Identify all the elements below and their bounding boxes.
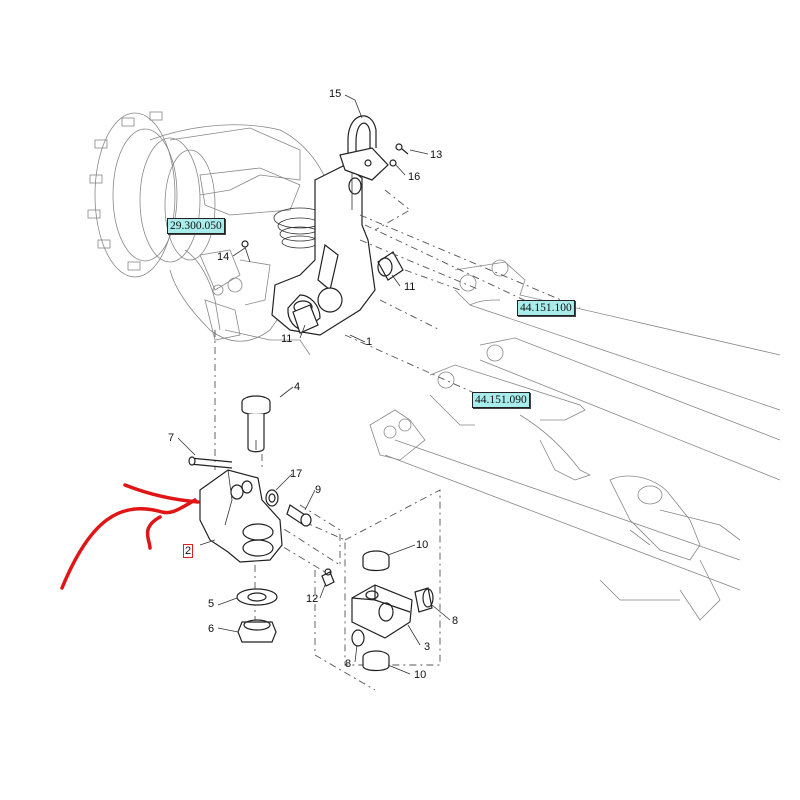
part-10-bushing-bottom bbox=[362, 650, 390, 672]
callout-3: 3 bbox=[424, 641, 430, 653]
callout-13: 13 bbox=[430, 149, 442, 161]
part-11-bushing-lower bbox=[292, 304, 319, 334]
callout-7: 7 bbox=[168, 432, 174, 444]
callout-17: 17 bbox=[290, 468, 302, 480]
part-8-bushing-left bbox=[351, 629, 365, 647]
callout-labels: 15 13 16 14 11 11 1 4 7 17 9 5 6 12 10 8… bbox=[168, 88, 458, 681]
part-12-grease-nipple bbox=[321, 568, 335, 587]
axle-hub-drawing bbox=[87, 111, 331, 356]
part-15-lynch-pin bbox=[339, 115, 389, 181]
callout-6: 6 bbox=[208, 623, 214, 635]
callout-5: 5 bbox=[208, 598, 214, 610]
red-arrow bbox=[60, 483, 200, 590]
part-9-bolt bbox=[286, 504, 312, 527]
part-5-washer bbox=[236, 588, 278, 606]
reference-link-29-300-050[interactable]: 29.300.050 bbox=[167, 218, 225, 234]
part-7-bolt bbox=[188, 456, 233, 469]
part-6-castle-nut bbox=[237, 619, 277, 643]
callout-16: 16 bbox=[408, 171, 420, 183]
part-16-washer bbox=[389, 159, 397, 167]
reference-link-44-151-090[interactable]: 44.151.090 bbox=[472, 392, 530, 408]
part-4-pin bbox=[241, 395, 271, 453]
linkage-arms-drawing bbox=[369, 259, 781, 621]
part-3-block bbox=[351, 584, 413, 639]
reference-link-44-151-100[interactable]: 44.151.100 bbox=[517, 300, 575, 316]
part-17-washer bbox=[265, 489, 279, 507]
callout-12: 12 bbox=[306, 593, 318, 605]
callout-2-highlighted: 2 bbox=[183, 544, 194, 558]
callout-15: 15 bbox=[329, 88, 341, 100]
assembly-guide-lines bbox=[214, 189, 581, 691]
callout-9: 9 bbox=[315, 484, 321, 496]
callout-10-bottom: 10 bbox=[414, 669, 426, 681]
part-14-grease-nipple bbox=[241, 240, 251, 263]
callout-14: 14 bbox=[217, 251, 229, 263]
part-1-bracket bbox=[271, 164, 376, 336]
callout-4: 4 bbox=[294, 381, 300, 393]
part-10-bushing-top bbox=[362, 550, 390, 572]
callout-8-left: 8 bbox=[345, 658, 351, 670]
part-13-bolt bbox=[395, 143, 409, 155]
callout-11-upper: 11 bbox=[404, 281, 415, 293]
part-2-bracket bbox=[199, 469, 283, 563]
leader-lines bbox=[177, 94, 451, 675]
callout-11-lower: 11 bbox=[281, 333, 292, 345]
callout-8-right: 8 bbox=[452, 615, 458, 627]
part-8-bushing-right bbox=[414, 587, 434, 613]
callout-1: 1 bbox=[366, 336, 372, 348]
part-11-bushing-upper bbox=[377, 251, 404, 281]
callout-10-top: 10 bbox=[416, 539, 428, 551]
